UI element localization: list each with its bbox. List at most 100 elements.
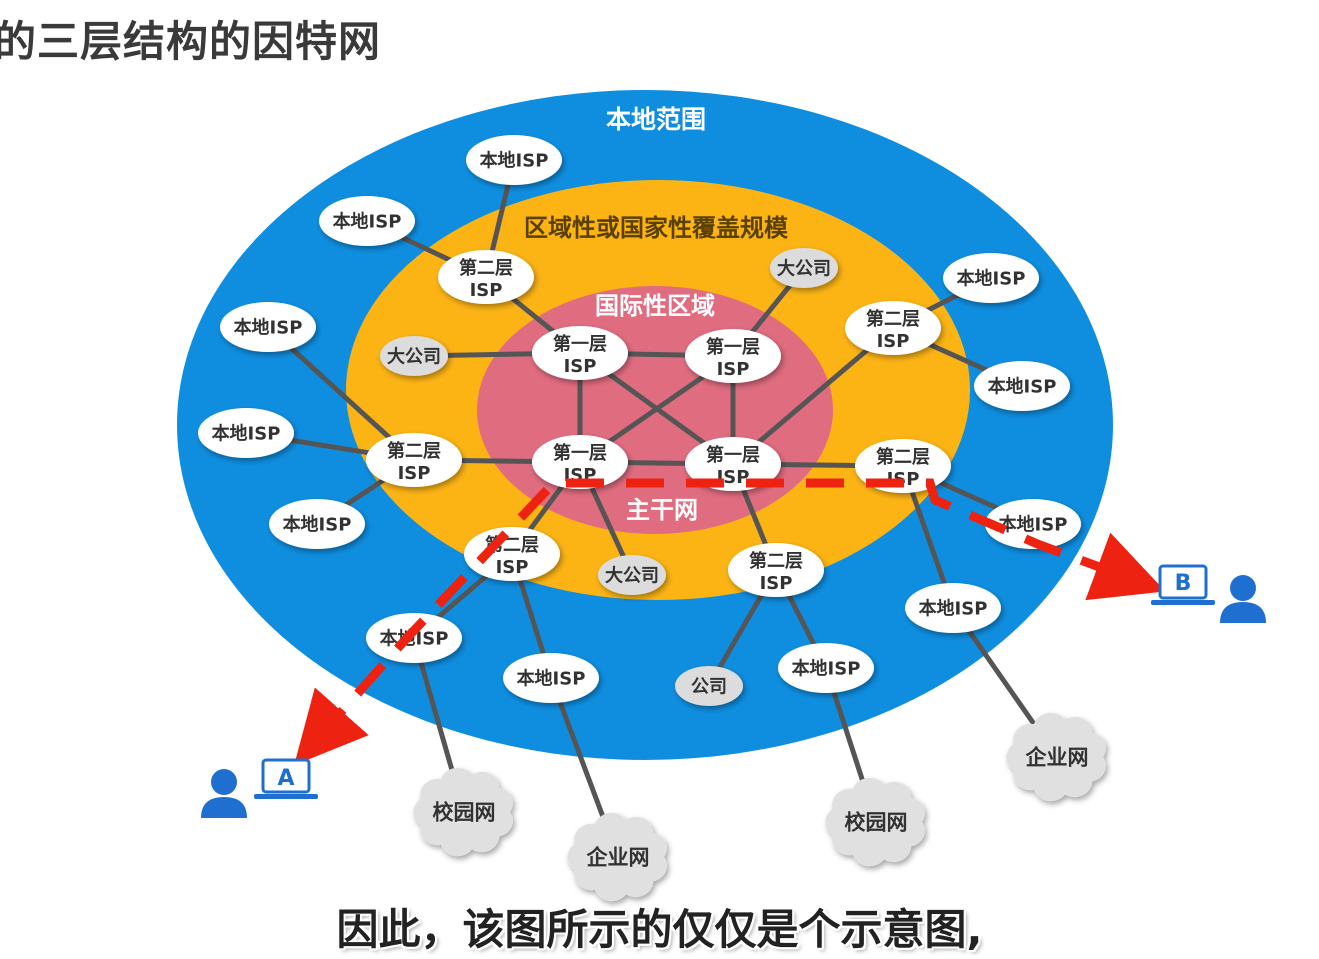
local-isp-node-shape bbox=[778, 643, 874, 693]
host-a[interactable]: A bbox=[201, 758, 318, 818]
local-isp-node[interactable]: 本地ISP bbox=[220, 302, 316, 352]
node-label: 第一层 bbox=[553, 333, 607, 355]
local-isp-node-shape bbox=[905, 583, 1001, 633]
local-isp-node[interactable]: 本地ISP bbox=[905, 583, 1001, 633]
node-label: 第二层 bbox=[876, 446, 930, 468]
company-node[interactable]: 大公司 bbox=[380, 336, 448, 376]
network-cloud-node-shape bbox=[567, 812, 667, 902]
caption: 因此，该图所示的仅仅是个示意图, bbox=[336, 905, 983, 954]
node-label: 企业网 bbox=[1025, 746, 1089, 770]
tier2-isp-node-shape bbox=[366, 433, 462, 487]
nodes-layer: 第一层ISP第一层ISP第一层ISP第一层ISP第二层ISP第二层ISP第二层I… bbox=[198, 135, 1106, 902]
node-label: 本地ISP bbox=[212, 422, 281, 444]
tier2-isp-node-shape bbox=[464, 527, 560, 581]
node-label: 本地ISP bbox=[999, 513, 1068, 535]
network-cloud-node[interactable]: 校园网 bbox=[413, 767, 513, 857]
node-label: 本地ISP bbox=[957, 267, 1026, 289]
tier2-isp-node-shape bbox=[728, 543, 824, 597]
node-label: 本地ISP bbox=[234, 316, 303, 338]
local-isp-node-shape bbox=[198, 408, 294, 458]
page-title: 的三层结构的因特网 bbox=[0, 17, 382, 66]
local-isp-node[interactable]: 本地ISP bbox=[974, 361, 1070, 411]
node-label: 企业网 bbox=[586, 846, 650, 870]
local-isp-node-shape bbox=[503, 653, 599, 703]
host-b[interactable]: B bbox=[1151, 564, 1266, 623]
host-a-label: A bbox=[277, 766, 294, 791]
node-label: ISP bbox=[717, 359, 750, 380]
tier2-isp-node-shape bbox=[438, 250, 534, 304]
node-label: 第二层 bbox=[866, 308, 920, 330]
node-label: 公司 bbox=[691, 676, 727, 697]
path-a-b bbox=[294, 478, 1166, 766]
node-label: ISP bbox=[398, 463, 431, 484]
tier1-isp-node-shape bbox=[685, 437, 781, 491]
node-label: 本地ISP bbox=[480, 149, 549, 171]
local-isp-node-shape bbox=[269, 499, 365, 549]
host-b-label: B bbox=[1175, 571, 1192, 596]
local-isp-node-shape bbox=[974, 361, 1070, 411]
network-cloud-node[interactable]: 校园网 bbox=[825, 777, 925, 867]
company-node[interactable]: 公司 bbox=[675, 666, 743, 706]
local-isp-node-shape bbox=[985, 499, 1081, 549]
tier1-isp-node-shape bbox=[532, 435, 628, 489]
node-label: 大公司 bbox=[777, 257, 831, 279]
network-cloud-node[interactable]: 企业网 bbox=[567, 812, 667, 902]
node-label: ISP bbox=[496, 557, 529, 578]
node-label: 校园网 bbox=[433, 801, 496, 825]
backbone-label: 主干网 bbox=[626, 496, 698, 524]
local-isp-node[interactable]: 本地ISP bbox=[778, 643, 874, 693]
local-isp-node[interactable]: 本地ISP bbox=[319, 196, 415, 246]
path-right-segment bbox=[566, 478, 1166, 601]
node-label: 本地ISP bbox=[517, 667, 586, 689]
laptop-icon: A bbox=[254, 758, 318, 799]
node-label: ISP bbox=[877, 331, 910, 352]
tier1-isp-node-shape bbox=[685, 329, 781, 383]
node-label: 第一层 bbox=[706, 444, 760, 466]
link-t1d-t2b bbox=[731, 326, 895, 466]
local-region-label: 本地范围 bbox=[606, 105, 706, 134]
user-icon bbox=[1220, 575, 1266, 623]
company-node[interactable]: 大公司 bbox=[770, 248, 838, 288]
node-label: ISP bbox=[760, 573, 793, 594]
node-label: ISP bbox=[717, 467, 750, 488]
local-isp-node[interactable]: 本地ISP bbox=[943, 253, 1039, 303]
node-label: 大公司 bbox=[387, 345, 441, 367]
node-label: 第二层 bbox=[749, 550, 803, 572]
node-label: 第一层 bbox=[553, 442, 607, 464]
local-isp-node[interactable]: 本地ISP bbox=[366, 613, 462, 663]
node-label: 第二层 bbox=[387, 440, 441, 462]
network-cloud-node-shape bbox=[1006, 712, 1106, 802]
node-label: ISP bbox=[470, 280, 503, 301]
node-label: 校园网 bbox=[845, 811, 908, 835]
company-node[interactable]: 大公司 bbox=[598, 555, 666, 595]
local-isp-node[interactable]: 本地ISP bbox=[985, 499, 1081, 549]
network-cloud-node-shape bbox=[825, 777, 925, 867]
node-label: ISP bbox=[564, 356, 597, 377]
local-isp-node[interactable]: 本地ISP bbox=[269, 499, 365, 549]
network-cloud-node-shape bbox=[413, 767, 513, 857]
tier1-isp-node-shape bbox=[532, 326, 628, 380]
local-isp-node[interactable]: 本地ISP bbox=[466, 135, 562, 185]
company-node-shape bbox=[598, 555, 666, 595]
international-region-label: 国际性区域 bbox=[595, 292, 715, 320]
node-label: 本地ISP bbox=[283, 513, 352, 535]
user-icon bbox=[201, 769, 247, 818]
node-label: 第一层 bbox=[706, 336, 760, 358]
network-cloud-node[interactable]: 企业网 bbox=[1006, 712, 1106, 802]
node-label: 本地ISP bbox=[919, 597, 988, 619]
node-label: 大公司 bbox=[605, 564, 659, 586]
company-node-shape bbox=[675, 666, 743, 706]
local-isp-node[interactable]: 本地ISP bbox=[503, 653, 599, 703]
tier2-isp-node-shape bbox=[845, 301, 941, 355]
local-isp-node[interactable]: 本地ISP bbox=[198, 408, 294, 458]
